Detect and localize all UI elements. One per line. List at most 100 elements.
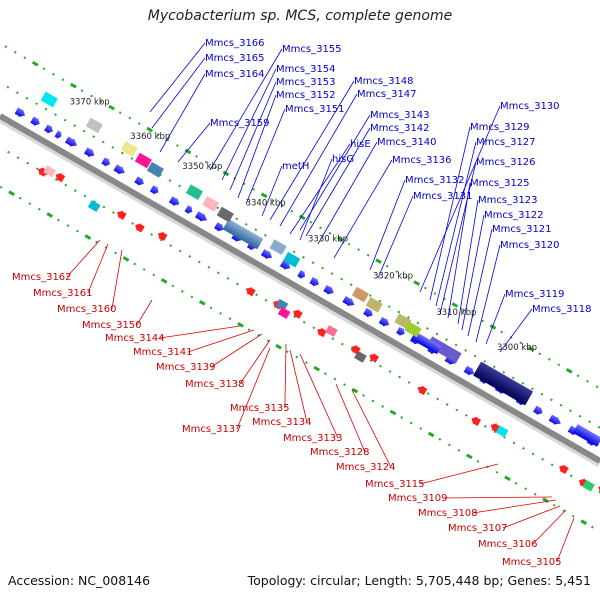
tick-row [304, 361, 308, 365]
tick-row [398, 375, 401, 379]
tick-row [244, 222, 248, 226]
top-gene-label: Mmcs_3129 [470, 122, 530, 133]
forward-gene [309, 277, 319, 287]
tick-row [171, 284, 175, 288]
tick-mark [580, 519, 588, 525]
gene-block [277, 307, 291, 319]
gene-block [40, 91, 58, 108]
tick-row [271, 198, 275, 202]
forward-gene [54, 130, 62, 139]
bottom-gene-label: Mmcs_3162 [12, 272, 72, 283]
tick-row [61, 78, 65, 82]
tick-row [190, 295, 194, 299]
tick-row [500, 330, 504, 334]
accession-text: Accession: NC_008146 [8, 573, 151, 588]
tick-row [169, 244, 173, 247]
tick-row [464, 349, 467, 352]
tick-row [57, 218, 60, 222]
tick-row [176, 144, 179, 147]
tick-mark [8, 190, 15, 196]
gene-block [185, 184, 203, 201]
tick-mark [222, 170, 230, 177]
kbp-tick-label: 3320 kbp [373, 272, 413, 282]
tick-row [416, 321, 420, 325]
tick-row [426, 392, 430, 395]
gene-block [202, 196, 220, 212]
tick-row [312, 326, 316, 330]
tick-mark [504, 475, 511, 482]
tick-row [519, 341, 523, 345]
tick-row [82, 129, 86, 133]
leader-line [472, 499, 557, 514]
top-gene-label: Mmcs_3164 [205, 69, 265, 80]
top-gene-label: Mmcs_3126 [476, 157, 536, 168]
leader-line [419, 463, 499, 485]
tick-mark [237, 321, 244, 328]
tick-mark [451, 302, 459, 308]
leader-line [261, 165, 283, 217]
leader-line [351, 389, 392, 468]
tick-row [255, 293, 258, 297]
leader-line [439, 161, 477, 315]
tick-row [285, 350, 289, 354]
tick-row [209, 306, 213, 310]
tick-row [280, 204, 284, 208]
gene-block [134, 152, 152, 169]
leader-line [289, 349, 308, 423]
bottom-gene-label: Mmcs_3105 [502, 557, 562, 568]
gene-block [85, 117, 103, 134]
leader-line [149, 42, 206, 113]
gene-block [43, 165, 56, 178]
kbp-tick-label: 3330 kbp [308, 234, 348, 244]
tick-row [204, 160, 208, 164]
tick-row [228, 317, 232, 321]
top-gene-label: hisG [332, 154, 354, 165]
tick-row [133, 262, 137, 266]
tick-row [569, 474, 573, 478]
tick-row [197, 260, 201, 264]
tick-mark [465, 453, 473, 460]
tick-row [502, 370, 506, 374]
gene-block [410, 331, 442, 355]
leader-line [177, 122, 211, 163]
tick-row [512, 441, 516, 445]
tick-row [195, 155, 198, 158]
top-gene-label: Mmcs_3130 [500, 101, 560, 112]
tick-mark [313, 365, 321, 372]
gene-block [275, 298, 289, 311]
tick-row [13, 50, 17, 54]
bottom-gene-label: Mmcs_3141 [133, 347, 193, 358]
tick-mark [275, 343, 282, 350]
tick-row [511, 376, 515, 380]
tick-row [226, 276, 230, 280]
gene-block [572, 424, 600, 447]
top-gene-label: Mmcs_3120 [500, 240, 560, 251]
top-gene-label: Mmcs_3122 [484, 210, 544, 221]
bottom-gene-label: Mmcs_3161 [33, 288, 93, 299]
leader-line [532, 509, 567, 545]
tick-row [114, 251, 117, 255]
tick-row [476, 459, 480, 463]
tick-row [557, 363, 561, 367]
tick-row [445, 338, 448, 341]
tick-row [330, 272, 334, 276]
top-gene-label: Mmcs_3123 [478, 195, 538, 206]
tick-row [66, 224, 70, 227]
gene-block [216, 206, 234, 223]
top-gene-label: Mmcs_3131 [413, 191, 473, 202]
tick-row [295, 355, 299, 359]
top-gene-label: Mmcs_3151 [285, 104, 345, 115]
tick-row [540, 392, 544, 396]
forward-gene [83, 147, 95, 157]
tick-row [156, 133, 160, 136]
tick-row [102, 205, 106, 209]
tick-row [433, 292, 437, 295]
tick-row [214, 166, 217, 169]
forward-gene [214, 222, 224, 232]
kbp-tick-label: 3370 kbp [70, 97, 110, 107]
tick-row [407, 316, 410, 319]
tick-row [168, 179, 172, 182]
tick-row [591, 525, 594, 529]
tick-row [35, 167, 39, 171]
